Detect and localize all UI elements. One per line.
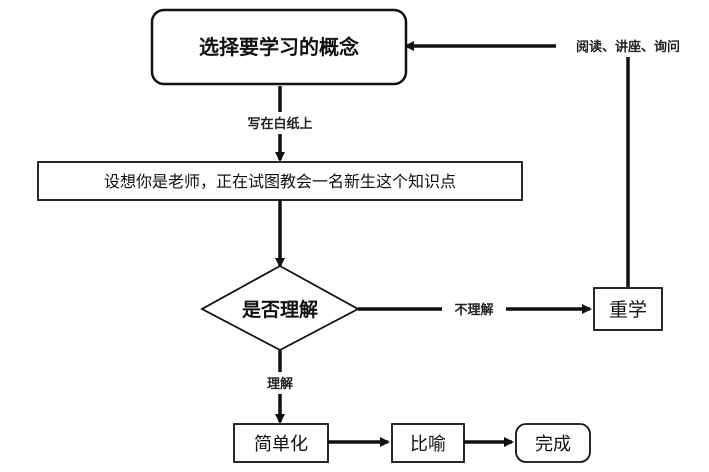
node-relearn-box: [593, 287, 663, 331]
edge-label-bg-write: [233, 112, 327, 134]
edge-label-not-understood: 不理解: [454, 302, 493, 318]
node-simplify-label: 简单化: [254, 434, 308, 455]
edge-label-bg-understood: [258, 372, 302, 394]
edge-label-bg-not-understood: [442, 298, 506, 320]
edge-label-read-lecture-ask: 阅读、讲座、询问: [576, 39, 680, 55]
node-done-box: [515, 423, 591, 463]
node-analogy-label: 比喻: [410, 434, 446, 455]
edge-label-understood: 理解: [267, 376, 293, 392]
node-teach-box: [37, 161, 523, 201]
node-decision-label: 是否理解: [242, 298, 318, 321]
node-choose-concept-label: 选择要学习的概念: [199, 35, 359, 59]
node-done-label: 完成: [535, 434, 571, 455]
edge-label-bg-read: [556, 35, 700, 57]
node-relearn-label: 重学: [609, 299, 647, 321]
node-teach-label: 设想你是老师，正在试图教会一名新生这个知识点: [104, 172, 456, 191]
node-simplify-box: [233, 423, 329, 463]
edge-label-write-on-paper: 写在白纸上: [247, 116, 312, 132]
node-analogy-box: [391, 423, 465, 463]
node-decision-diamond: [200, 264, 360, 352]
node-choose-concept-box: [150, 8, 408, 86]
